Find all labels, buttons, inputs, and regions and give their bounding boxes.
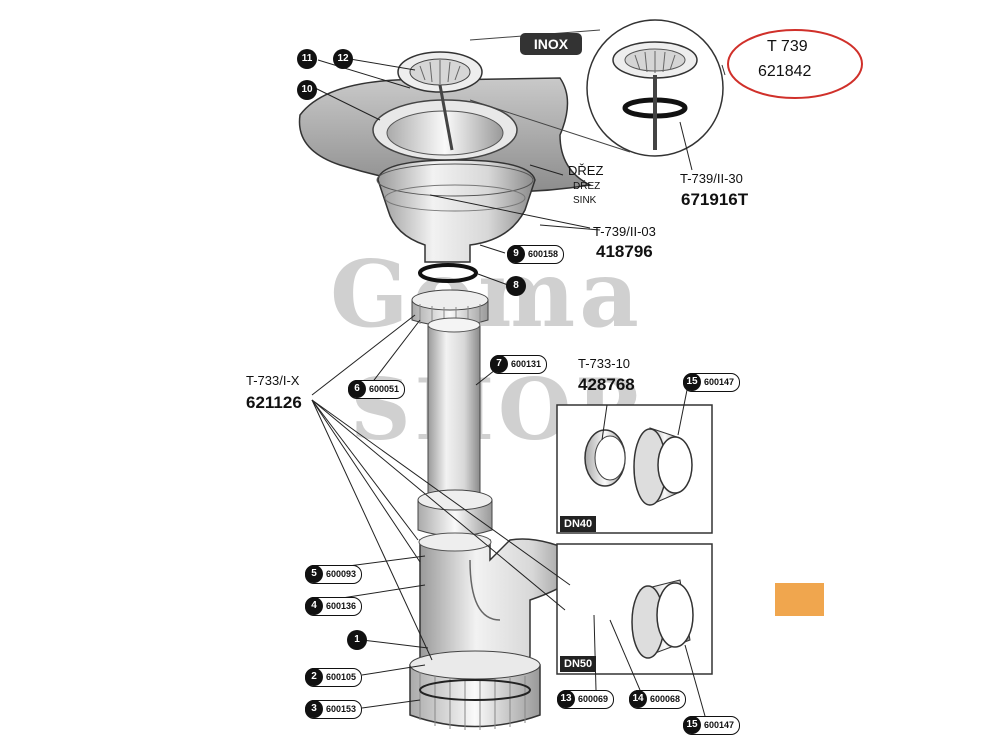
callout-12: 12: [333, 49, 353, 69]
set-x-name: T-733/I-X: [246, 373, 300, 388]
sink-label-en: SINK: [573, 195, 597, 206]
callout-3-code: 600153: [326, 704, 357, 714]
dn40-nut: [633, 427, 693, 506]
highlight-code: 621842: [758, 63, 812, 80]
callout-13-code: 600069: [578, 694, 609, 704]
callout-7-code: 600131: [511, 359, 542, 369]
highlight-ring: [727, 29, 863, 99]
sink-label-cz: DŘEZ: [568, 163, 604, 178]
callout-2-code: 600105: [326, 672, 357, 682]
callout-8: 8: [506, 276, 526, 296]
callout-15-top-code: 600147: [704, 377, 735, 387]
sink-label-sk: DŘEZ: [573, 181, 601, 192]
set-10-code: 428768: [578, 375, 635, 394]
callout-9-code: 600158: [528, 249, 559, 259]
dn50-label: DN50: [560, 656, 597, 672]
highlight-name: T 739: [767, 38, 808, 55]
set-10-name: T-733-10: [578, 356, 631, 371]
callout-14-code: 600068: [650, 694, 681, 704]
callout-6-code: 600051: [369, 384, 400, 394]
watermark-line1: Goma: [330, 240, 643, 348]
strainer-code: 671916T: [681, 190, 749, 209]
body-code: 418796: [596, 242, 653, 261]
vertical-pipe: [427, 324, 481, 511]
color-swatch: [775, 583, 824, 616]
callout-4-code: 600136: [326, 601, 357, 611]
o-ring-8: [418, 263, 478, 283]
callout-11: 11: [297, 49, 317, 69]
callout-5-code: 600093: [326, 569, 357, 579]
inox-tag: INOX: [520, 33, 582, 55]
dn40-label: DN40: [560, 516, 597, 532]
dn40-ring-small: [584, 429, 626, 487]
dn50-nut: [631, 579, 694, 659]
callout-15-bottom-code: 600147: [704, 720, 735, 730]
callout-10: 10: [297, 80, 317, 100]
body-name: T-739/II-03: [593, 224, 656, 239]
strainer-name: T-739/II-30: [680, 171, 743, 186]
callout-1: 1: [347, 630, 367, 650]
set-x-code: 621126: [246, 393, 302, 412]
